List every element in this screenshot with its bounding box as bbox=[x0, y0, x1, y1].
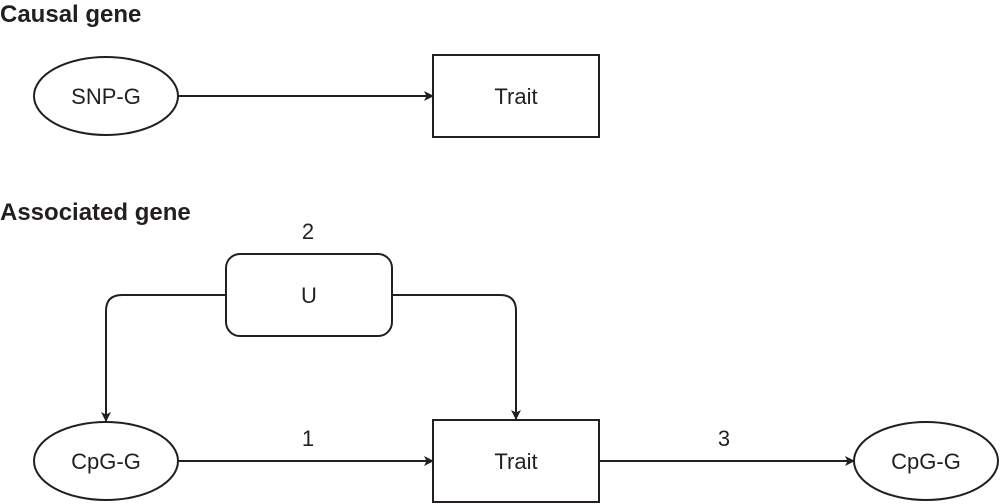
associated-trait-box bbox=[432, 419, 600, 503]
causal-trait-node: Trait bbox=[432, 54, 600, 138]
confounder-node: U bbox=[225, 253, 393, 337]
confounder-to-cpg-arrow bbox=[101, 294, 226, 422]
edge-label-3: 3 bbox=[718, 426, 730, 451]
cpg-right-label: CpG-G bbox=[891, 449, 961, 474]
cpg-left-label: CpG-G bbox=[71, 449, 141, 474]
associated-trait-node: Trait bbox=[432, 419, 600, 503]
edge-label-2: 2 bbox=[302, 219, 314, 244]
cpg-right-node: CpG-G bbox=[853, 421, 999, 501]
cpg-left-node: CpG-G bbox=[33, 421, 179, 501]
edge-label-1: 1 bbox=[302, 426, 314, 451]
causal-trait-label: Trait bbox=[494, 84, 537, 109]
confounder-label: U bbox=[301, 283, 317, 308]
causal-snp-node: SNP-G bbox=[33, 56, 179, 136]
snp-label: SNP-G bbox=[71, 84, 141, 109]
associated-trait-label: Trait bbox=[494, 449, 537, 474]
cpg-right-ellipse bbox=[853, 421, 999, 501]
causal-gene-title: Causal gene bbox=[0, 1, 141, 28]
confounder-to-trait-arrow bbox=[392, 294, 521, 420]
causal-trait-box bbox=[432, 54, 600, 138]
associated-gene-title: Associated gene bbox=[0, 199, 191, 226]
